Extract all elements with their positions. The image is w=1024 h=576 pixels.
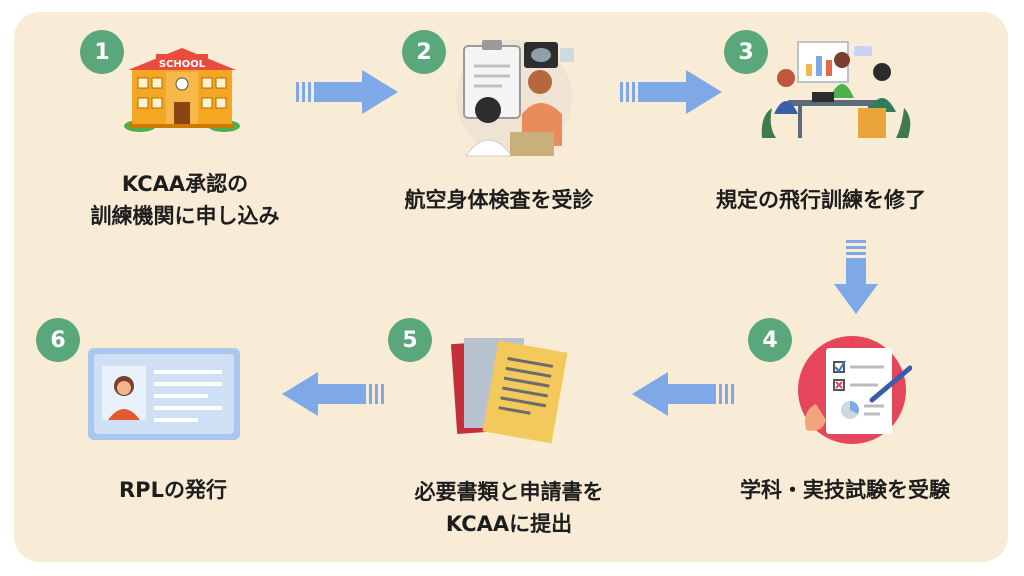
step-6-label: RPLの発行: [28, 474, 318, 506]
step-4-badge: 4: [748, 318, 792, 362]
step-6-label-line-1: RPLの発行: [119, 478, 227, 502]
training-meeting-icon: [761, 41, 911, 138]
license-card-icon: [88, 348, 240, 440]
step-2-label-line-1: 航空身体検査を受診: [404, 188, 594, 212]
step-2-badge: 2: [402, 30, 446, 74]
step-1-label-line-2: 訓練機関に申し込み: [90, 204, 280, 228]
school-sign-text: SCHOOL: [159, 59, 206, 70]
medical-checkup-icon: [456, 40, 574, 157]
written-exam-icon: [798, 336, 912, 444]
arrow-left-icon: [632, 372, 734, 416]
step-1-label-line-1: KCAA承認の: [121, 172, 249, 196]
arrow-left-icon: [282, 372, 384, 416]
step-4-label: 学科・実技試験を受験: [700, 474, 990, 506]
step-2-label: 航空身体検査を受診: [354, 184, 644, 216]
step-5-badge: 5: [388, 318, 432, 362]
step-1-label: KCAA承認の 訓練機関に申し込み: [40, 168, 330, 232]
arrow-right-icon: [620, 70, 722, 114]
school-building-icon: SCHOOL: [124, 48, 240, 132]
step-5-label: 必要書類と申請書を KCAAに提出: [364, 476, 654, 540]
step-3-label: 規定の飛行訓練を修了: [676, 184, 966, 216]
step-3-badge: 3: [724, 30, 768, 74]
step-3-label-line-1: 規定の飛行訓練を修了: [716, 188, 926, 212]
step-5-label-line-1: 必要書類と申請書を: [414, 480, 604, 504]
step-4-label-line-1: 学科・実技試験を受験: [740, 478, 950, 502]
step-1-badge: 1: [80, 30, 124, 74]
arrow-down-icon: [834, 240, 878, 314]
arrow-right-icon: [296, 70, 398, 114]
documents-icon: [450, 338, 568, 444]
step-6-badge: 6: [36, 318, 80, 362]
step-5-label-line-2: KCAAに提出: [445, 512, 573, 536]
